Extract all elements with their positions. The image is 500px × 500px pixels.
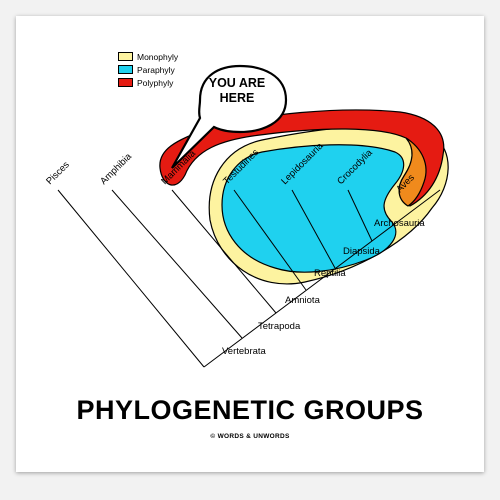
legend-item-polyphyly: Polyphyly xyxy=(118,76,178,89)
legend-label: Polyphyly xyxy=(137,77,174,88)
legend-label: Paraphyly xyxy=(137,64,175,75)
clade-label-amniota: Amniota xyxy=(285,295,320,306)
clade-label-diapsida: Diapsida xyxy=(343,246,380,257)
tree-branches xyxy=(57,189,441,368)
speech-bubble-text: YOU ARE HERE xyxy=(196,76,278,106)
legend-label: Monophyly xyxy=(137,51,179,62)
copyright-credit: © WORDS & UNWORDS xyxy=(210,433,290,440)
clade-label-archosauria: Archosauria xyxy=(374,218,425,229)
legend-item-paraphyly: Paraphyly xyxy=(118,63,178,76)
legend: Monophyly Paraphyly Polyphyly xyxy=(118,50,178,89)
paraphyly-swatch xyxy=(118,65,133,74)
paraphyly-region xyxy=(221,144,405,273)
clade-label-vertebrata: Vertebrata xyxy=(222,346,266,357)
clade-label-tetrapoda: Tetrapoda xyxy=(258,321,301,332)
polyphyly-swatch xyxy=(118,78,133,87)
speech-bubble-shape xyxy=(171,64,288,169)
monophyly-swatch xyxy=(118,52,133,61)
bubble-line-1: YOU ARE xyxy=(208,76,266,90)
page-title: PHYLOGENETIC GROUPS xyxy=(76,395,424,425)
overlap-region xyxy=(398,137,427,207)
clade-label-reptilia: Reptilia xyxy=(314,268,346,279)
legend-item-monophyly: Monophyly xyxy=(118,50,178,63)
bubble-line-2: HERE xyxy=(219,91,255,105)
